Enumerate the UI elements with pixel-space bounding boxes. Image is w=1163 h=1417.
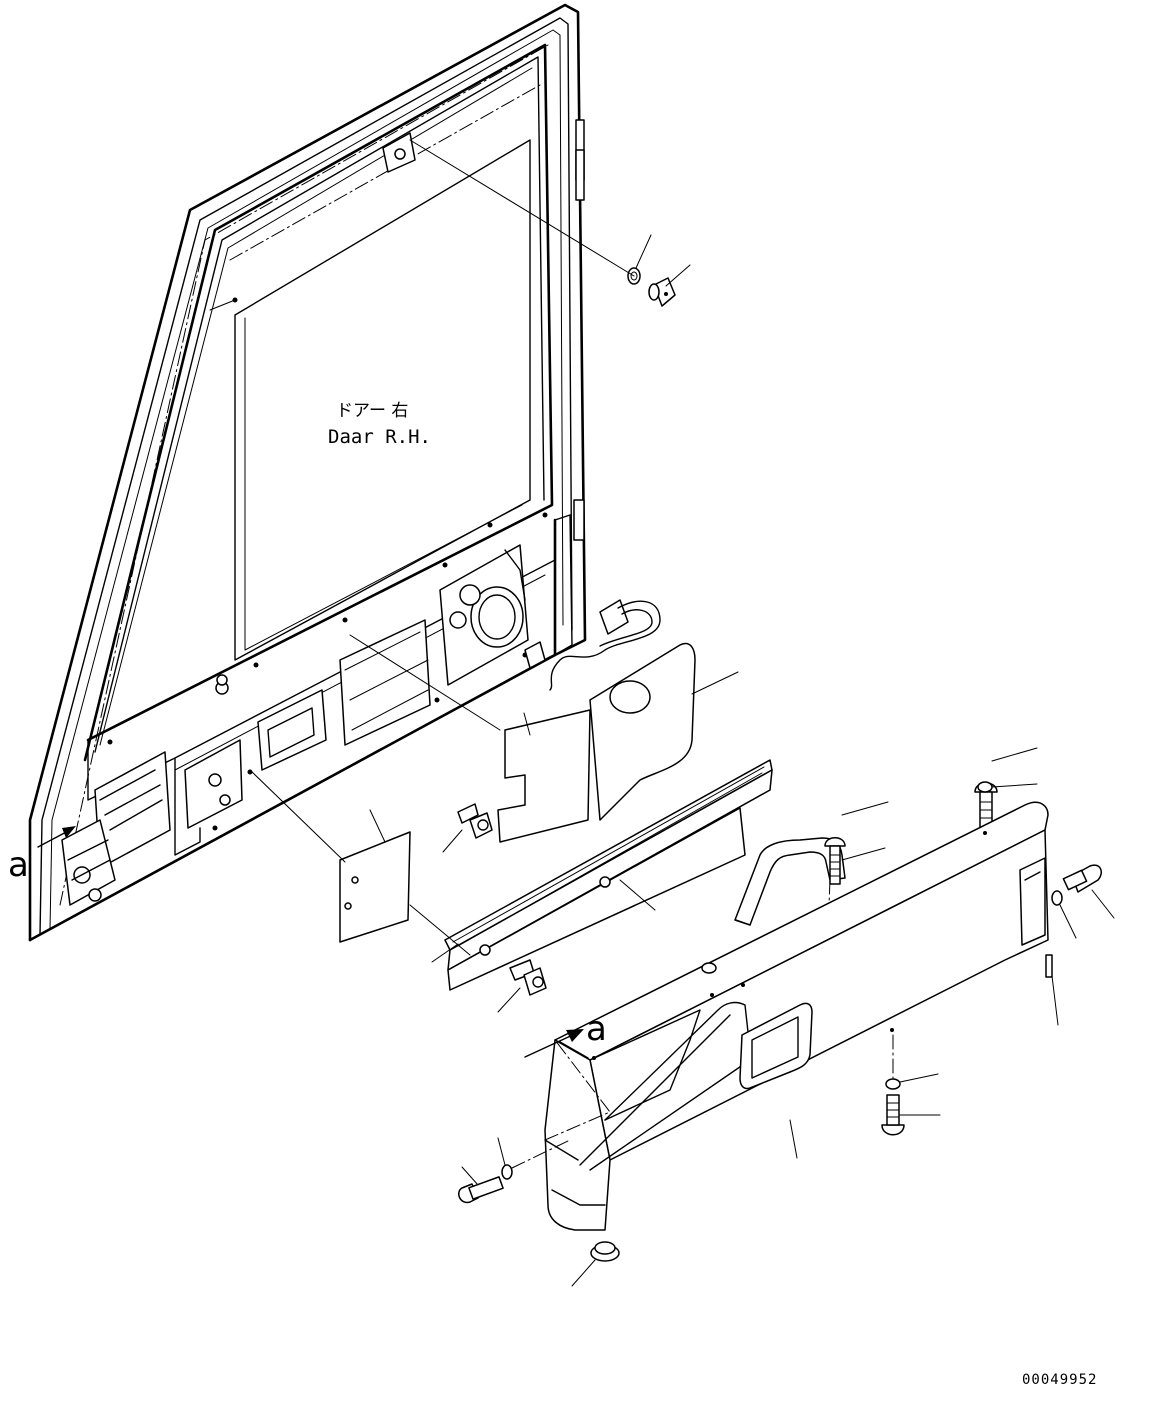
seal-sheet xyxy=(497,709,591,843)
view-label-right: a xyxy=(586,1009,607,1049)
bolt-e xyxy=(1062,864,1102,893)
washer-g xyxy=(501,1164,513,1180)
view-arrow-left xyxy=(37,826,76,848)
washer-e xyxy=(1051,890,1063,906)
drawing-number: 00049952 xyxy=(1022,1372,1097,1388)
door-frame xyxy=(28,3,587,942)
washer-d xyxy=(977,781,993,793)
bumper-stop xyxy=(627,267,676,307)
washer-f xyxy=(885,1078,901,1090)
grommet xyxy=(590,1241,620,1262)
bolt-f xyxy=(881,1094,905,1136)
arm-rest-panel xyxy=(544,801,1053,1231)
bolt-c xyxy=(824,837,846,885)
door-title-en: Daar R.H. xyxy=(328,426,431,448)
bolt-g xyxy=(458,1176,504,1204)
door-title-jp: ドアー 右 xyxy=(336,401,408,421)
bolt-a xyxy=(457,803,493,839)
lower-rail xyxy=(444,759,773,991)
wire-harness xyxy=(524,599,661,691)
bolt-b xyxy=(509,959,547,996)
insulation-sheet xyxy=(589,642,696,821)
corner-sheet xyxy=(339,831,411,943)
view-arrow-right xyxy=(524,1029,611,1141)
view-label-left: a xyxy=(8,845,29,885)
